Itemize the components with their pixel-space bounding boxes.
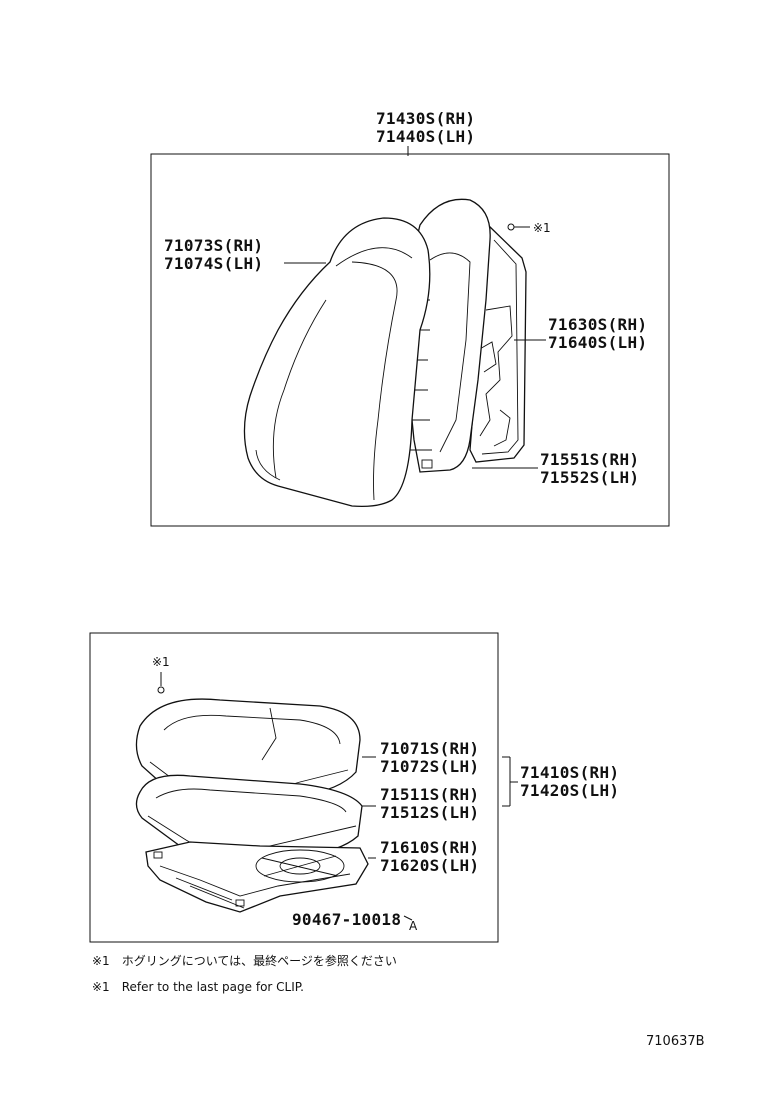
screw-label: 90467-10018	[292, 910, 401, 929]
seatback-clip-marker	[507, 223, 515, 231]
cushion-cover-label-lh: 71072S(LH)	[380, 757, 479, 776]
seatback-panel-border	[150, 153, 670, 527]
seatback-pad-label-rh: 71551S(RH)	[540, 450, 639, 469]
clip-note-japanese: ※1 ホグリングについては、最終ページを参照ください	[92, 954, 397, 968]
cushion-assembly-label-lh: 71420S(LH)	[520, 781, 619, 800]
cushion-clip-marker	[157, 686, 165, 694]
cushion-frame-drawing	[145, 841, 369, 913]
cushion-frame-label-lh: 71620S(LH)	[380, 856, 479, 875]
cushion-pad-label-rh: 71511S(RH)	[380, 785, 479, 804]
seatback-frame-label-lh: 71640S(LH)	[548, 333, 647, 352]
figure-reference-number: 710637B	[646, 1034, 705, 1049]
cushion-pad-label-lh: 71512S(LH)	[380, 803, 479, 822]
cushion-clip-mark: ※1	[152, 655, 170, 669]
seat-cushion-panel: ※1	[89, 632, 619, 943]
seatback-frame-label-rh: 71630S(RH)	[548, 315, 647, 334]
seatback-assembly-label-rh: 71430S(RH)	[376, 109, 475, 128]
screw-leader	[403, 915, 413, 921]
screw-suffix: A	[409, 919, 418, 933]
cushion-frame-label-rh: 71610S(RH)	[380, 838, 479, 857]
seatback-cover-drawing	[243, 217, 431, 508]
seatback-clip-mark: ※1	[533, 221, 551, 235]
seatback-panel: 71430S(RH) 71440S(LH)	[150, 109, 670, 527]
seatback-pad-label-lh: 71552S(LH)	[540, 468, 639, 487]
clip-note-english: ※1 Refer to the last page for CLIP.	[92, 980, 304, 994]
seat-cushion-panel-border	[89, 632, 499, 943]
seatback-cover-label-lh: 71074S(LH)	[164, 254, 263, 273]
cushion-cover-label-rh: 71071S(RH)	[380, 739, 479, 758]
cushion-assembly-label-rh: 71410S(RH)	[520, 763, 619, 782]
seatback-cover-label-rh: 71073S(RH)	[164, 236, 263, 255]
seatback-assembly-label-lh: 71440S(LH)	[376, 127, 475, 146]
